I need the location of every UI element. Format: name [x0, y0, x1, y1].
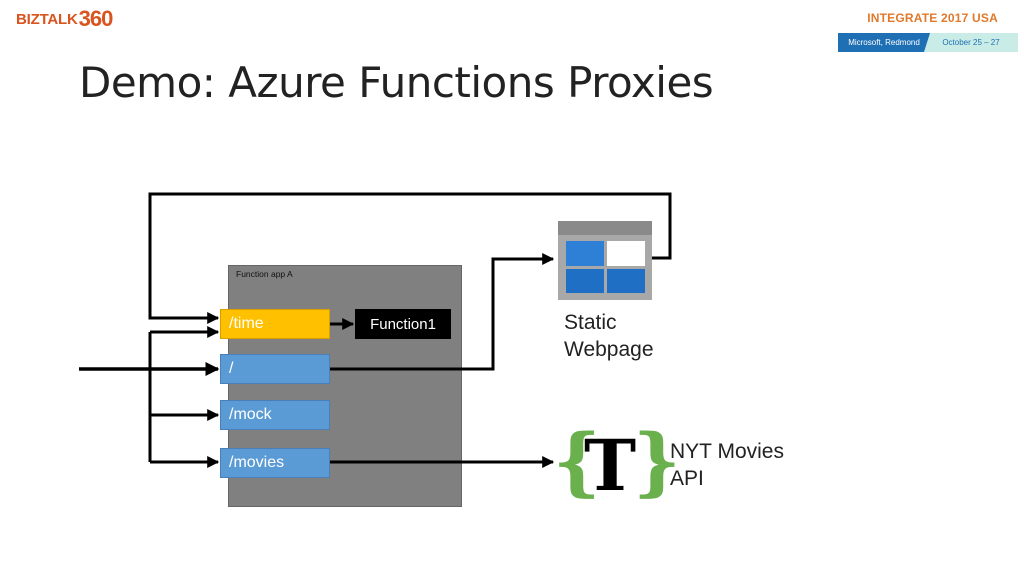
- route-time: /time: [220, 309, 330, 339]
- route-movies: /movies: [220, 448, 330, 478]
- event-banner: Microsoft, Redmond October 25 – 27: [838, 33, 1018, 52]
- function-app-box: [228, 265, 462, 507]
- biztalk360-logo: BIZTALK 360: [16, 6, 114, 32]
- function-app-label: Function app A: [236, 269, 293, 279]
- logo-text-360: 360: [78, 6, 114, 31]
- svg-text:{: {: [553, 419, 601, 505]
- nyt-api-label: NYT Movies API: [670, 438, 784, 492]
- logo-text-biztalk: BIZTALK: [16, 10, 78, 28]
- function1-box: Function1: [355, 309, 451, 339]
- route-root: /: [220, 354, 330, 384]
- static-webpage-label: Static Webpage: [564, 309, 654, 363]
- static-label-line1: Static: [564, 311, 617, 334]
- static-label-line2: Webpage: [564, 338, 654, 361]
- static-page-return-connector: [618, 192, 672, 260]
- svg-text:}: }: [633, 419, 681, 505]
- root-to-static: [330, 253, 555, 371]
- nyt-label-line2: API: [670, 467, 704, 490]
- svg-text:T: T: [584, 424, 636, 507]
- route-mock: /mock: [220, 400, 330, 430]
- nyt-label-line1: NYT Movies: [670, 440, 784, 463]
- event-date: October 25 – 27: [924, 33, 1018, 52]
- slide-title: Demo: Azure Functions Proxies: [79, 58, 714, 107]
- loop-connector: [148, 192, 620, 324]
- web-page-icon: [558, 221, 652, 300]
- event-location: Microsoft, Redmond: [838, 33, 930, 52]
- nyt-logo-icon: { } T: [553, 419, 681, 507]
- event-title: INTEGRATE 2017 USA: [867, 11, 998, 25]
